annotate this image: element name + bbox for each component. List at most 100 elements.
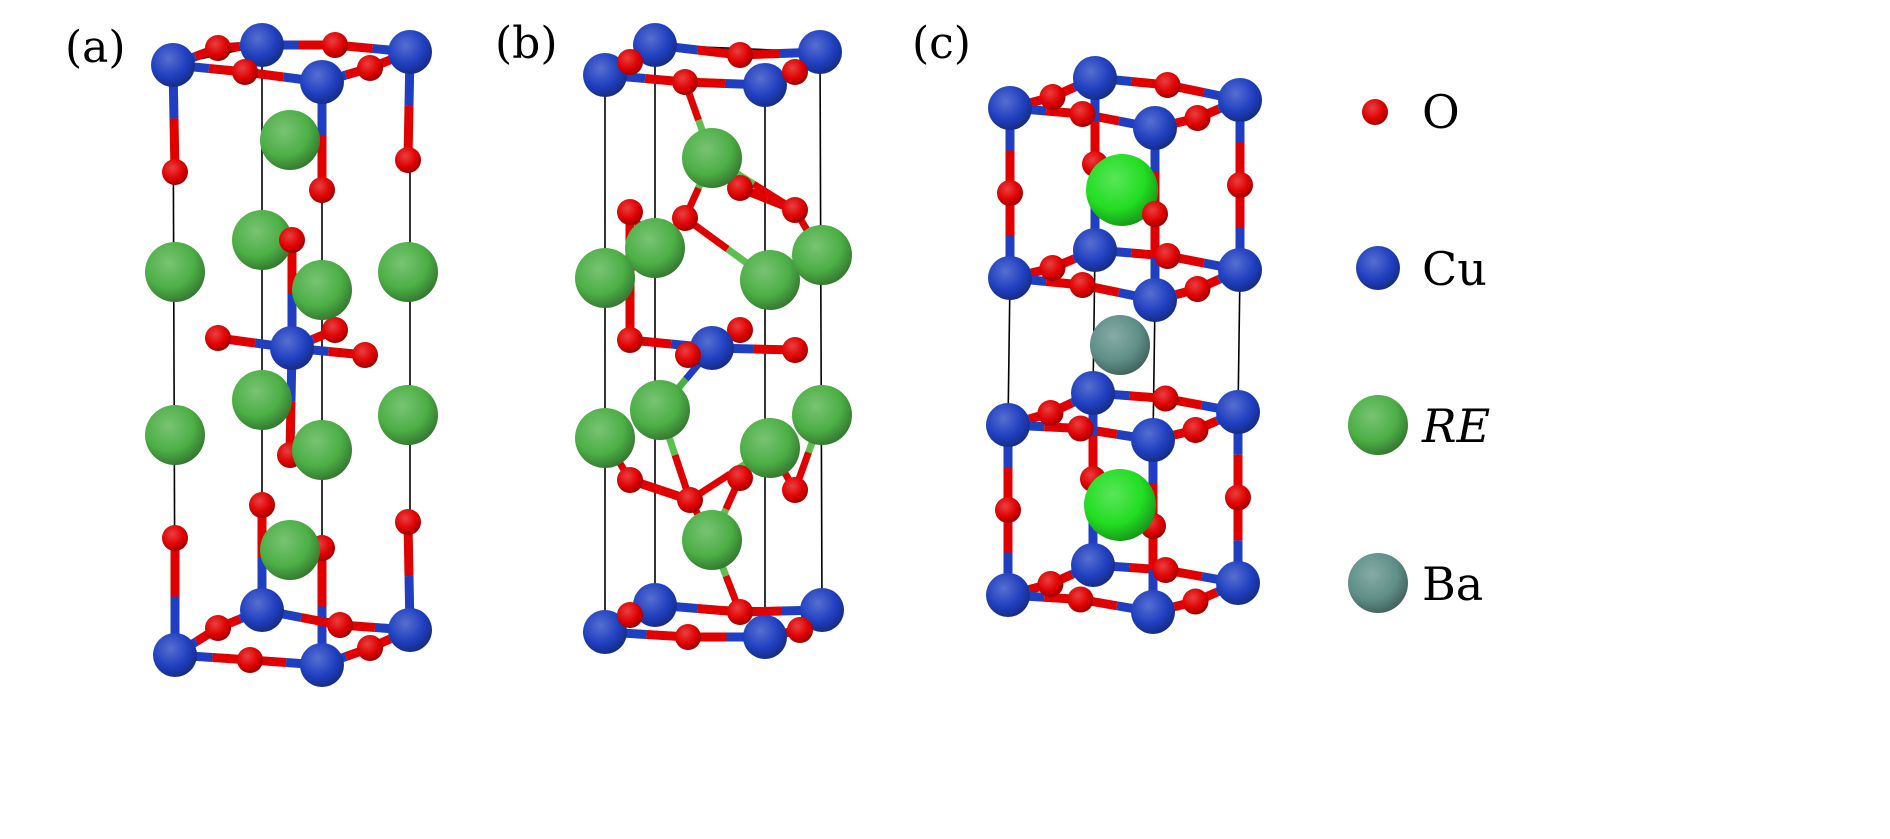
legend-cu-atom — [1356, 246, 1400, 290]
atom-cu — [798, 30, 842, 74]
unit-cell-edge — [1152, 299, 1156, 441]
atom-o — [1184, 276, 1211, 302]
atom-cu — [988, 86, 1032, 130]
unit-cell-edge — [1092, 249, 1096, 394]
atom-o — [162, 159, 188, 185]
atom-re — [792, 385, 852, 445]
atom-cu — [1071, 543, 1115, 587]
atom-re — [575, 408, 635, 468]
atom-o — [1154, 243, 1181, 269]
atom-o — [1069, 272, 1096, 298]
atom-cu — [153, 633, 197, 677]
atom-o — [357, 55, 383, 81]
atom-re — [682, 510, 742, 570]
atom-o — [1039, 84, 1066, 110]
atom-re — [378, 385, 438, 445]
atom-cu — [800, 588, 844, 632]
atom-re — [292, 260, 352, 320]
atom-cu — [270, 326, 314, 370]
atom-cu — [151, 43, 195, 87]
atom-o — [1142, 201, 1168, 227]
atom-o — [617, 327, 643, 353]
atom-re — [625, 218, 685, 278]
atom-o — [677, 487, 703, 513]
atom-cu — [300, 60, 344, 104]
atom-o — [1184, 105, 1211, 131]
atom-re — [260, 110, 320, 170]
atom-o — [1067, 415, 1094, 442]
atoms — [145, 23, 438, 687]
atom-o — [1039, 255, 1066, 281]
panel-label-a: (a) — [65, 22, 126, 73]
atom-o — [782, 59, 808, 85]
atom-cu — [583, 53, 627, 97]
atom-o — [1037, 571, 1064, 597]
atom-re — [682, 128, 742, 188]
atom-o — [205, 325, 231, 351]
atom-o — [352, 342, 378, 368]
atom-ba — [1090, 315, 1150, 375]
atom-cu — [1131, 418, 1175, 462]
atom-o — [995, 497, 1021, 523]
unit-cell-edge — [1237, 269, 1241, 413]
atoms — [986, 56, 1262, 634]
atom-cu — [1131, 590, 1175, 634]
atom-cu — [986, 573, 1030, 617]
atom-o — [322, 317, 348, 343]
atom-re — [232, 210, 292, 270]
atom-cu — [1071, 371, 1115, 415]
atom-o — [727, 317, 753, 343]
atom-o — [1154, 72, 1181, 98]
legend-ba-atom — [1348, 553, 1408, 613]
legend-label-cu: Cu — [1422, 242, 1487, 296]
panel-b-structure — [575, 23, 852, 659]
atom-o — [162, 525, 188, 551]
unit-cell-edge — [819, 51, 823, 611]
atom-re — [145, 405, 205, 465]
atom-cu — [1073, 228, 1117, 272]
legend-label-o: O — [1422, 85, 1460, 139]
atom-re — [740, 418, 800, 478]
atom-o — [727, 42, 753, 68]
atom-o — [279, 227, 305, 253]
atom-o — [1037, 400, 1064, 426]
panel-label-c: (c) — [912, 18, 971, 69]
atom-cu — [300, 643, 344, 687]
atom-re — [740, 250, 800, 310]
legend-label-re: RE — [1421, 399, 1490, 453]
atom-o — [1067, 586, 1094, 613]
atom-o — [617, 602, 643, 628]
atom-cu — [1216, 390, 1260, 434]
atom-o — [1225, 484, 1251, 511]
atom-o — [322, 32, 348, 58]
atom-re — [630, 380, 690, 440]
atom-re — [575, 248, 635, 308]
panel-a-structure — [145, 23, 438, 687]
atom-cu — [1133, 106, 1177, 150]
legend-label-ba: Ba — [1422, 557, 1483, 611]
atom-cu — [690, 326, 734, 370]
atom-cu — [240, 588, 284, 632]
atom-o — [1182, 588, 1209, 615]
atom-cu — [633, 583, 677, 627]
atom-o — [395, 509, 421, 535]
atom-re — [260, 520, 320, 580]
atom-o — [997, 180, 1023, 206]
atom-o — [395, 147, 421, 173]
atom-o — [357, 635, 383, 661]
panel-c-structure — [986, 56, 1262, 634]
atom-o — [727, 599, 753, 625]
atom-o — [205, 35, 231, 61]
atom-o — [309, 177, 335, 203]
atom-o — [672, 205, 698, 231]
atom-o — [1152, 557, 1179, 583]
atom-cu — [388, 608, 432, 652]
atom-re — [1084, 469, 1156, 541]
panel-label-b: (b) — [495, 18, 558, 69]
atom-re — [792, 225, 852, 285]
legend-re-atom — [1348, 395, 1408, 455]
atom-cu — [1218, 78, 1262, 122]
atom-o — [782, 337, 808, 363]
atom-cu — [388, 30, 432, 74]
